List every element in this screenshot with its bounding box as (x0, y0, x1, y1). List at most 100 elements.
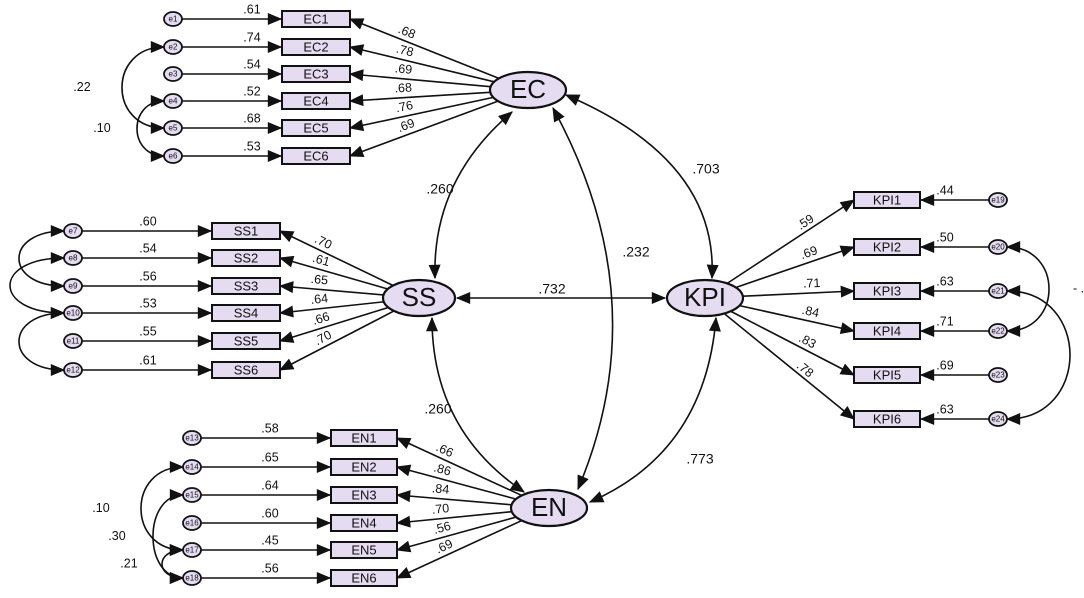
loading-path-en6 (395, 519, 523, 579)
loading-path-en3 (395, 490, 512, 506)
error-term-e1 (163, 11, 183, 27)
indicator-label-en6: EN6 (351, 570, 376, 585)
error-term-e3 (163, 66, 183, 82)
error-term-e21 (988, 283, 1008, 299)
indicator-box-kpi1 (853, 191, 921, 209)
correlation-label-ss-en: .260 (424, 401, 451, 417)
error-label-e24: e24 (991, 415, 1005, 424)
indicator-label-ss6: SS6 (234, 362, 259, 377)
error-label-e12: e12 (66, 366, 80, 375)
loading-path-en2 (395, 464, 517, 500)
error-label-e1: e1 (169, 15, 178, 24)
loading-path-en5 (395, 516, 517, 553)
error-label-e13: e13 (185, 434, 199, 443)
indicator-label-kpi5: KPI5 (873, 367, 901, 382)
error-label-e2: e2 (169, 43, 178, 52)
indicator-label-en4: EN4 (351, 515, 376, 530)
indicator-label-en5: EN5 (351, 542, 376, 557)
error-term-e16 (182, 515, 202, 531)
covariance-label-e15-e18: .30 (108, 529, 125, 543)
loading-label-kpi5: .83 (797, 331, 819, 351)
covariance-e20-e22 (1005, 241, 1050, 337)
correlation-label-ss-kpi: .732 (538, 281, 565, 297)
error-value-e7: .60 (139, 214, 156, 228)
indicator-label-kpi4: KPI4 (873, 323, 901, 338)
error-covariance-layer (9, 41, 1071, 584)
error-term-e7 (63, 223, 83, 239)
error-label-e18: e18 (185, 574, 199, 583)
loading-path-ec2 (348, 44, 495, 83)
error-label-e17: e17 (185, 546, 199, 555)
error-value-e14: .65 (261, 450, 278, 464)
error-term-e8 (63, 250, 83, 266)
loading-path-ec1 (348, 18, 500, 80)
latent-label-ec: EC (510, 74, 546, 104)
latent-label-kpi: KPI (684, 282, 726, 312)
loading-label-en6: .69 (433, 537, 455, 557)
error-label-e5: e5 (169, 124, 178, 133)
loading-label-ec3: .69 (394, 61, 413, 77)
loading-path-ss1 (278, 230, 394, 287)
loading-label-kpi6: .78 (794, 358, 816, 380)
loading-path-kpi6 (723, 312, 855, 420)
indicator-box-ec1 (281, 10, 351, 28)
indicator-label-ec5: EC5 (303, 120, 328, 135)
covariance-e21-e24 (1005, 285, 1071, 425)
indicator-box-en6 (330, 569, 398, 587)
loading-label-ec6: .69 (395, 116, 416, 135)
correlation-label-ec-en: .232 (622, 244, 649, 260)
error-term-e6 (163, 148, 183, 164)
error-value-e1: .61 (243, 2, 260, 16)
error-value-e12: .61 (139, 353, 156, 367)
covariance-label-e20-e22: - .31 (1073, 281, 1084, 295)
indicator-box-ss1 (211, 222, 281, 240)
indicator-box-ss3 (211, 277, 281, 295)
covariance-e17-e18 (161, 544, 185, 584)
indicator-label-ss5: SS5 (234, 333, 259, 348)
error-term-e5 (163, 120, 183, 136)
error-value-e4: .52 (243, 84, 260, 98)
error-value-e5: .68 (243, 111, 260, 125)
indicator-box-kpi5 (853, 366, 921, 384)
latent-ec (488, 70, 568, 110)
error-label-e22: e22 (991, 327, 1005, 336)
error-term-e24 (988, 411, 1008, 427)
latent-correlation-layer (426, 94, 721, 503)
indicator-label-ec3: EC3 (303, 66, 328, 81)
indicator-label-ss3: SS3 (234, 278, 259, 293)
loading-path-ec5 (348, 96, 494, 132)
indicator-box-kpi6 (853, 410, 921, 428)
latent-ss (381, 278, 457, 318)
error-label-e8: e8 (69, 254, 78, 263)
label-layer: EC1.68e1.61EC2.78e2.74EC3.69e3.54EC4.68e… (66, 2, 1084, 585)
error-term-e2 (163, 39, 183, 55)
error-label-e21: e21 (991, 287, 1005, 296)
correlation-ec-ss (428, 111, 513, 280)
error-term-e13 (182, 430, 202, 446)
loading-label-ss5: .66 (311, 309, 332, 328)
indicator-label-ss1: SS1 (234, 223, 259, 238)
error-value-e16: .60 (261, 506, 278, 520)
error-term-e22 (988, 323, 1008, 339)
indicator-label-ec4: EC4 (303, 93, 328, 108)
covariance-e7-e9 (18, 225, 66, 292)
loading-label-kpi2: .69 (798, 243, 819, 262)
indicator-label-ec1: EC1 (303, 11, 328, 26)
indicator-label-ec2: EC2 (303, 39, 328, 54)
indicator-box-ss2 (211, 249, 281, 267)
path-layer (82, 13, 989, 584)
loading-label-en4: .70 (431, 501, 450, 517)
error-value-e3: .54 (243, 57, 260, 71)
loading-path-kpi2 (735, 245, 856, 289)
loading-label-kpi3: .71 (803, 276, 821, 291)
indicator-box-en3 (330, 486, 398, 504)
indicator-box-ss6 (211, 361, 281, 379)
covariance-e14-e17 (140, 461, 185, 556)
loading-label-ec5: .76 (394, 98, 414, 115)
latent-label-ss: SS (402, 282, 437, 312)
error-term-e19 (988, 192, 1008, 208)
loading-path-ss2 (278, 255, 389, 290)
error-label-e7: e7 (69, 227, 78, 236)
indicator-box-ss5 (211, 332, 281, 350)
error-value-e6: .53 (243, 139, 260, 153)
